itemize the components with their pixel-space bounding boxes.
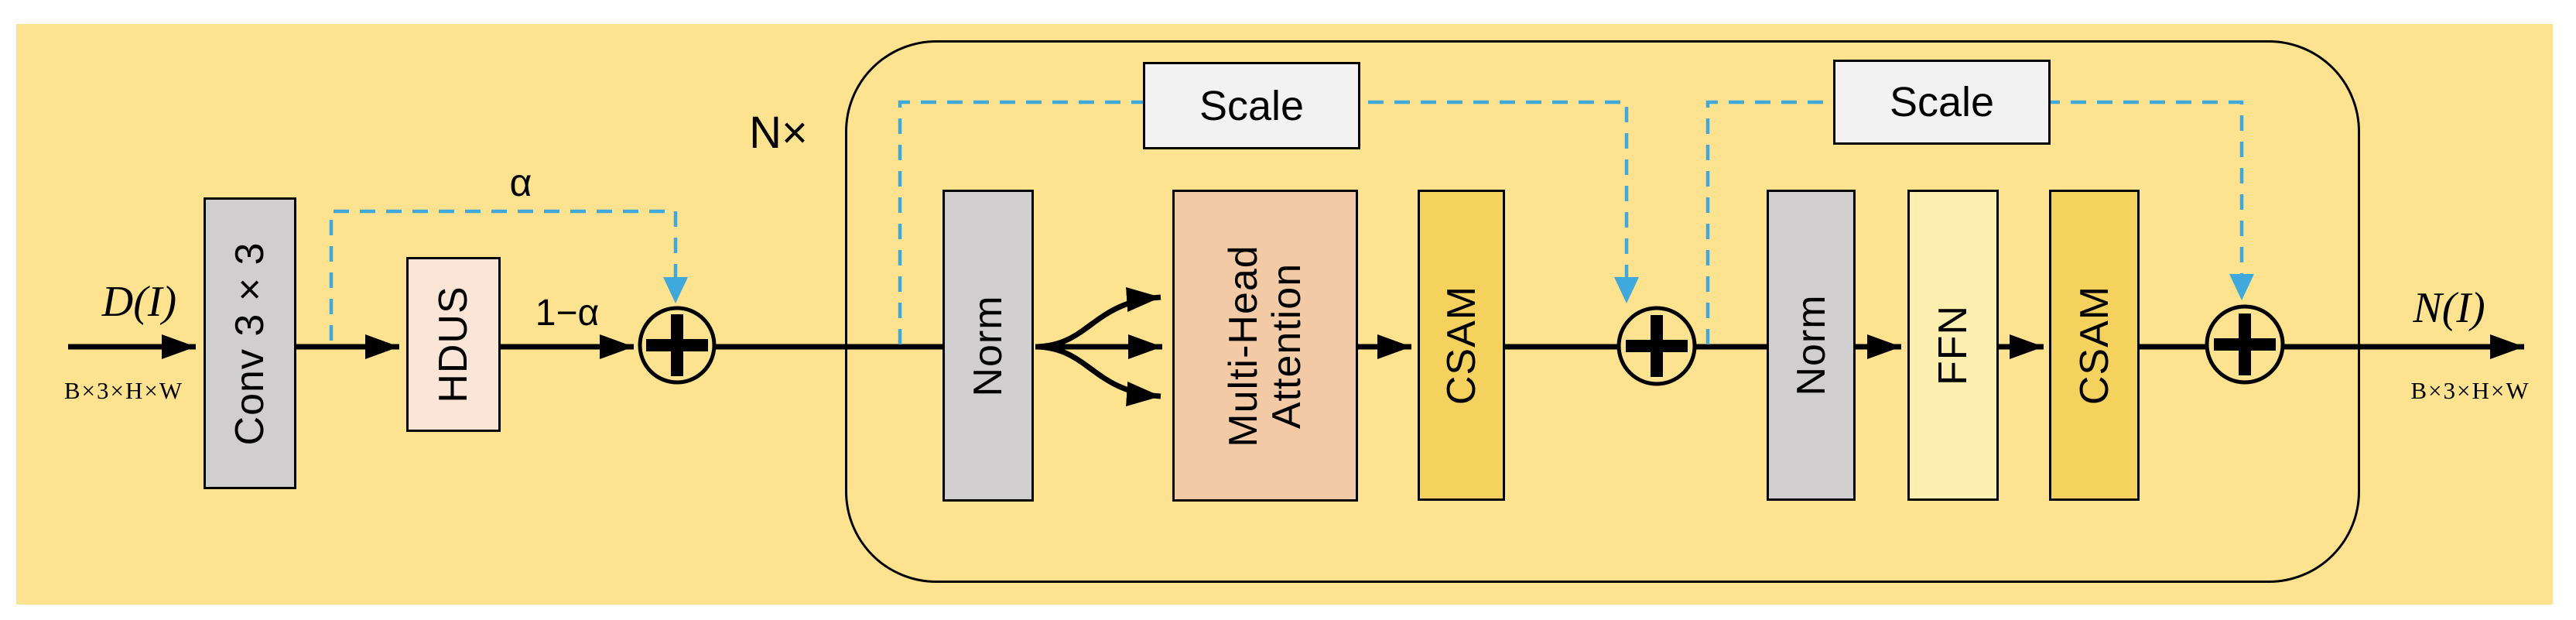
norm2-block: Norm [1767,190,1856,501]
output-dims-label: B×3×H×W [2410,377,2530,404]
ffn-block: FFN [1907,190,1999,501]
mha-label-line2: Attention [1264,262,1309,429]
input-dims-label: B×3×H×W [63,377,184,404]
scale2-block: Scale [1833,60,2051,145]
norm2-block-label: Norm [1788,294,1834,396]
scale1-arrowhead [1614,277,1639,303]
conv-block: Conv 3 × 3 [204,197,296,489]
scale1-block: Scale [1143,62,1360,149]
repeated-block-outline [845,40,2360,583]
input-label: D(I) [101,278,177,326]
output-label: N(I) [2413,284,2485,332]
qkv-top-arrow [1036,287,1161,350]
ffn-block-label: FFN [1931,304,1976,386]
csam2-block-label: CSAM [2071,285,2117,406]
multi-head-attention-label: Multi-Head Attention [1220,244,1309,447]
conv-block-label: Conv 3 × 3 [227,241,272,445]
csam1-block-label: CSAM [1439,285,1484,406]
alpha-label: α [509,161,532,204]
scale2-arrowhead [2229,274,2254,300]
norm1-block: Norm [942,190,1034,502]
multi-head-attention-block: Multi-Head Attention [1172,190,1358,502]
add-node-ffn [2205,304,2285,385]
one-minus-alpha-label: 1−α [535,292,600,334]
alpha-arrowhead [663,277,688,303]
hdus-block-label: HDUS [431,286,476,403]
qkv-bottom-arrow [1036,344,1161,406]
scale2-block-label: Scale [1889,79,1995,125]
scale1-block-label: Scale [1199,82,1305,129]
add-nodes [638,304,2285,386]
norm1-block-label: Norm [966,294,1011,397]
csam1-block: CSAM [1418,190,1505,501]
main-flow-lines [68,287,2524,406]
add-node-alpha [638,306,717,385]
hdus-block: HDUS [406,257,501,432]
add-node-attention [1616,306,1697,386]
dashed-arrowheads [663,274,2254,303]
csam2-block: CSAM [2049,190,2140,501]
repeat-count-label: N× [749,107,808,158]
mha-label-line1: Multi-Head [1220,244,1266,447]
alpha-skip-path [329,209,678,341]
